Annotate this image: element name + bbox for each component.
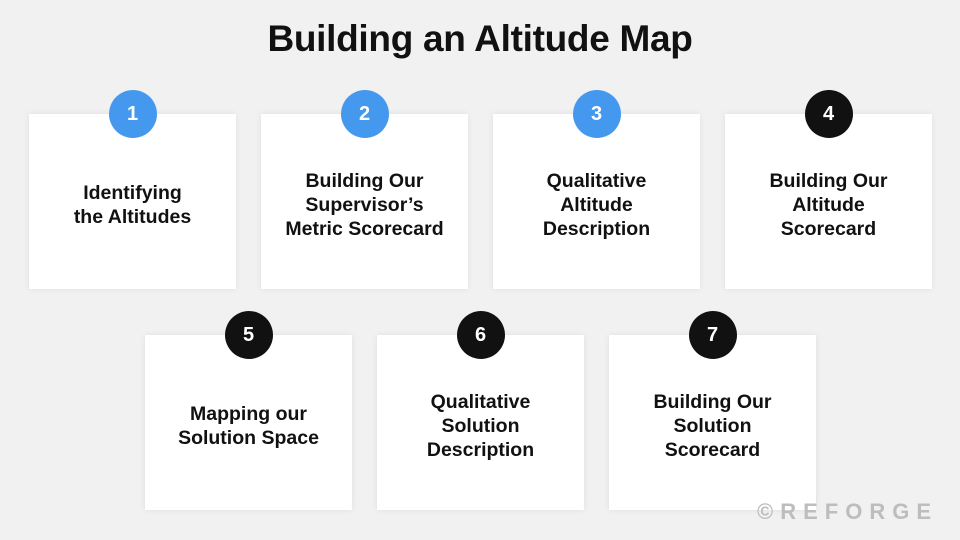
step-card-7: 7 Building Our Solution Scorecard: [609, 311, 816, 510]
step-label: Building Our Solution Scorecard: [653, 390, 772, 461]
brand-watermark: ©REFORGE: [757, 499, 938, 524]
step-label: Building Our Altitude Scorecard: [769, 169, 888, 240]
step-card-1: 1 Identifying the Altitudes: [29, 90, 236, 289]
step-number-badge: 1: [108, 90, 157, 138]
step-card-5: 5 Mapping our Solution Space: [145, 311, 352, 510]
step-number-badge: 7: [688, 311, 737, 359]
step-card-4: 4 Building Our Altitude Scorecard: [725, 90, 932, 289]
step-number-badge: 2: [340, 90, 389, 138]
step-number-badge: 5: [224, 311, 273, 359]
step-card-6: 6 Qualitative Solution Description: [377, 311, 584, 510]
step-card-2: 2 Building Our Supervisor’s Metric Score…: [261, 90, 468, 289]
page-title: Building an Altitude Map: [267, 18, 693, 59]
step-number-badge: 6: [456, 311, 505, 359]
step-number-badge: 3: [572, 90, 621, 138]
step-label: Building Our Supervisor’s Metric Scoreca…: [285, 169, 444, 240]
step-label: Qualitative Altitude Description: [542, 169, 651, 240]
step-label: Mapping our Solution Space: [178, 402, 319, 449]
step-number-badge: 4: [804, 90, 853, 138]
step-card-3: 3 Qualitative Altitude Description: [493, 90, 700, 289]
step-label: Identifying the Altitudes: [73, 181, 192, 228]
step-label: Qualitative Solution Description: [426, 390, 535, 461]
